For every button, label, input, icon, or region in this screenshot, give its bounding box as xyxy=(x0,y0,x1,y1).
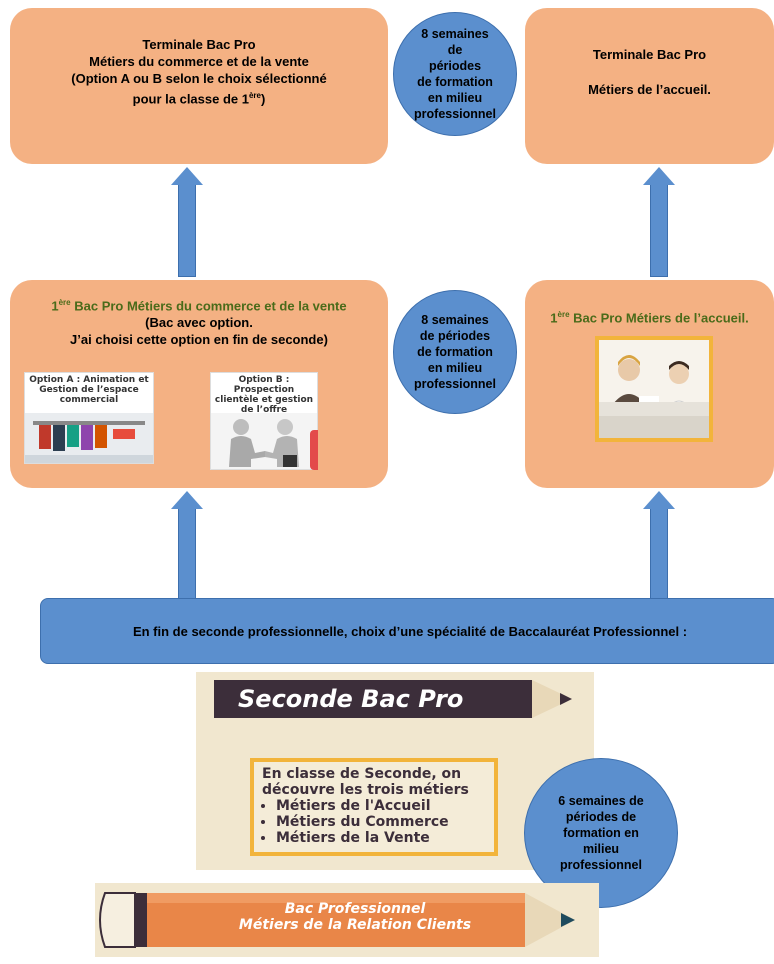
bc-l1: 6 semaines de xyxy=(558,794,644,808)
mc-l4: en milieu xyxy=(427,361,483,375)
mr-title: 1ère Bac Pro Métiers de l’accueil. xyxy=(550,310,749,326)
pencil-line1: Bac Professionnel xyxy=(284,901,426,917)
bac-pro-relation-clients-pencil: Bac Professionnel Métiers de la Relation… xyxy=(95,883,599,957)
option-b-edge-accent xyxy=(310,430,318,470)
arrow-head-right-upper xyxy=(643,167,675,185)
clothing-store-icon xyxy=(25,413,153,463)
poster-title: Seconde Bac Pro xyxy=(214,680,532,718)
tc-l6: professionnel xyxy=(414,107,496,121)
ml-title: 1ère Bac Pro Métiers du commerce et de l… xyxy=(51,298,347,314)
tc-l5: en milieu xyxy=(427,91,483,105)
pencil-text: Bac Professionnel Métiers de la Relation… xyxy=(175,901,535,933)
arrow-shaft-right-lower xyxy=(650,509,668,599)
mid-internship-circle: 8 semaines de périodes de formation en m… xyxy=(393,290,517,414)
top-internship-circle: 8 semaines de périodes de formation en m… xyxy=(393,12,517,136)
bc-l4: milieu xyxy=(582,842,620,856)
tc-l4: de formation xyxy=(417,75,493,89)
terminale-commerce-box: Terminale Bac Pro Métiers du commerce et… xyxy=(10,8,388,164)
poster-intro2: découvre les trois métiers xyxy=(262,782,469,798)
seconde-bac-pro-poster: Seconde Bac Pro En classe de Seconde, on… xyxy=(196,672,594,870)
ml-line3: J’ai choisi cette option en fin de secon… xyxy=(70,332,328,348)
premiere-commerce-box: 1ère Bac Pro Métiers du commerce et de l… xyxy=(10,280,388,488)
mc-l1: 8 semaines xyxy=(421,313,489,327)
tl-line1: Terminale Bac Pro xyxy=(142,37,256,52)
arrow-head-left-lower xyxy=(171,491,203,509)
pencil-line2: Métiers de la Relation Clients xyxy=(238,917,472,933)
tr-line1: Terminale Bac Pro xyxy=(592,47,707,62)
poster-item-vente: Métiers de la Vente xyxy=(276,830,486,846)
poster-item-commerce: Métiers du Commerce xyxy=(276,814,486,830)
ml-line2: (Bac avec option. xyxy=(145,315,253,331)
option-a-label: Option A : Animation et Gestion de l’esp… xyxy=(29,375,149,405)
tl-line2: Métiers du commerce et de la vente xyxy=(89,54,309,69)
banner-text: En fin de seconde professionnelle, choix… xyxy=(132,623,688,639)
poster-item-accueil: Métiers de l'Accueil xyxy=(276,798,486,814)
option-a-card: Option A : Animation et Gestion de l’esp… xyxy=(24,372,154,464)
pencil-tip-icon xyxy=(532,680,572,718)
mc-l3: de formation xyxy=(417,345,493,359)
speciality-choice-banner: En fin de seconde professionnelle, choix… xyxy=(40,598,774,664)
handshake-icon xyxy=(211,413,317,469)
premiere-accueil-box: 1ère Bac Pro Métiers de l’accueil. xyxy=(525,280,774,488)
tl-line3: (Option A ou B selon le choix sélectionn… xyxy=(71,71,327,86)
mc-l5: professionnel xyxy=(414,377,496,391)
mc-l2: de périodes xyxy=(419,329,491,343)
terminale-accueil-box: Terminale Bac Pro Métiers de l’accueil. xyxy=(525,8,774,164)
bc-l2: périodes de xyxy=(565,810,637,824)
poster-intro1: En classe de Seconde, on xyxy=(262,766,462,782)
arrow-shaft-right-upper xyxy=(650,185,668,277)
poster-list: Métiers de l'Accueil Métiers du Commerce… xyxy=(262,798,486,846)
reception-photo-frame xyxy=(595,336,713,442)
tc-l2: de xyxy=(447,43,463,57)
tr-line2: Métiers de l’accueil. xyxy=(588,82,711,97)
arrow-head-left-upper xyxy=(171,167,203,185)
tc-l3: périodes xyxy=(428,59,482,73)
pencil-graphic-icon xyxy=(99,892,575,948)
arrow-shaft-left-lower xyxy=(178,509,196,599)
option-b-card: Option B : Prospection clientèle et gest… xyxy=(210,372,318,470)
tc-l1: 8 semaines xyxy=(421,27,489,41)
bc-l5: professionnel xyxy=(560,858,642,872)
bc-l3: formation en xyxy=(563,826,639,840)
arrow-shaft-left-upper xyxy=(178,185,196,277)
arrow-head-right-lower xyxy=(643,491,675,509)
reception-desk-icon xyxy=(599,340,709,438)
poster-inner-box: En classe de Seconde, on découvre les tr… xyxy=(250,758,498,856)
tl-line4: pour la classe de 1ère) xyxy=(132,91,266,107)
